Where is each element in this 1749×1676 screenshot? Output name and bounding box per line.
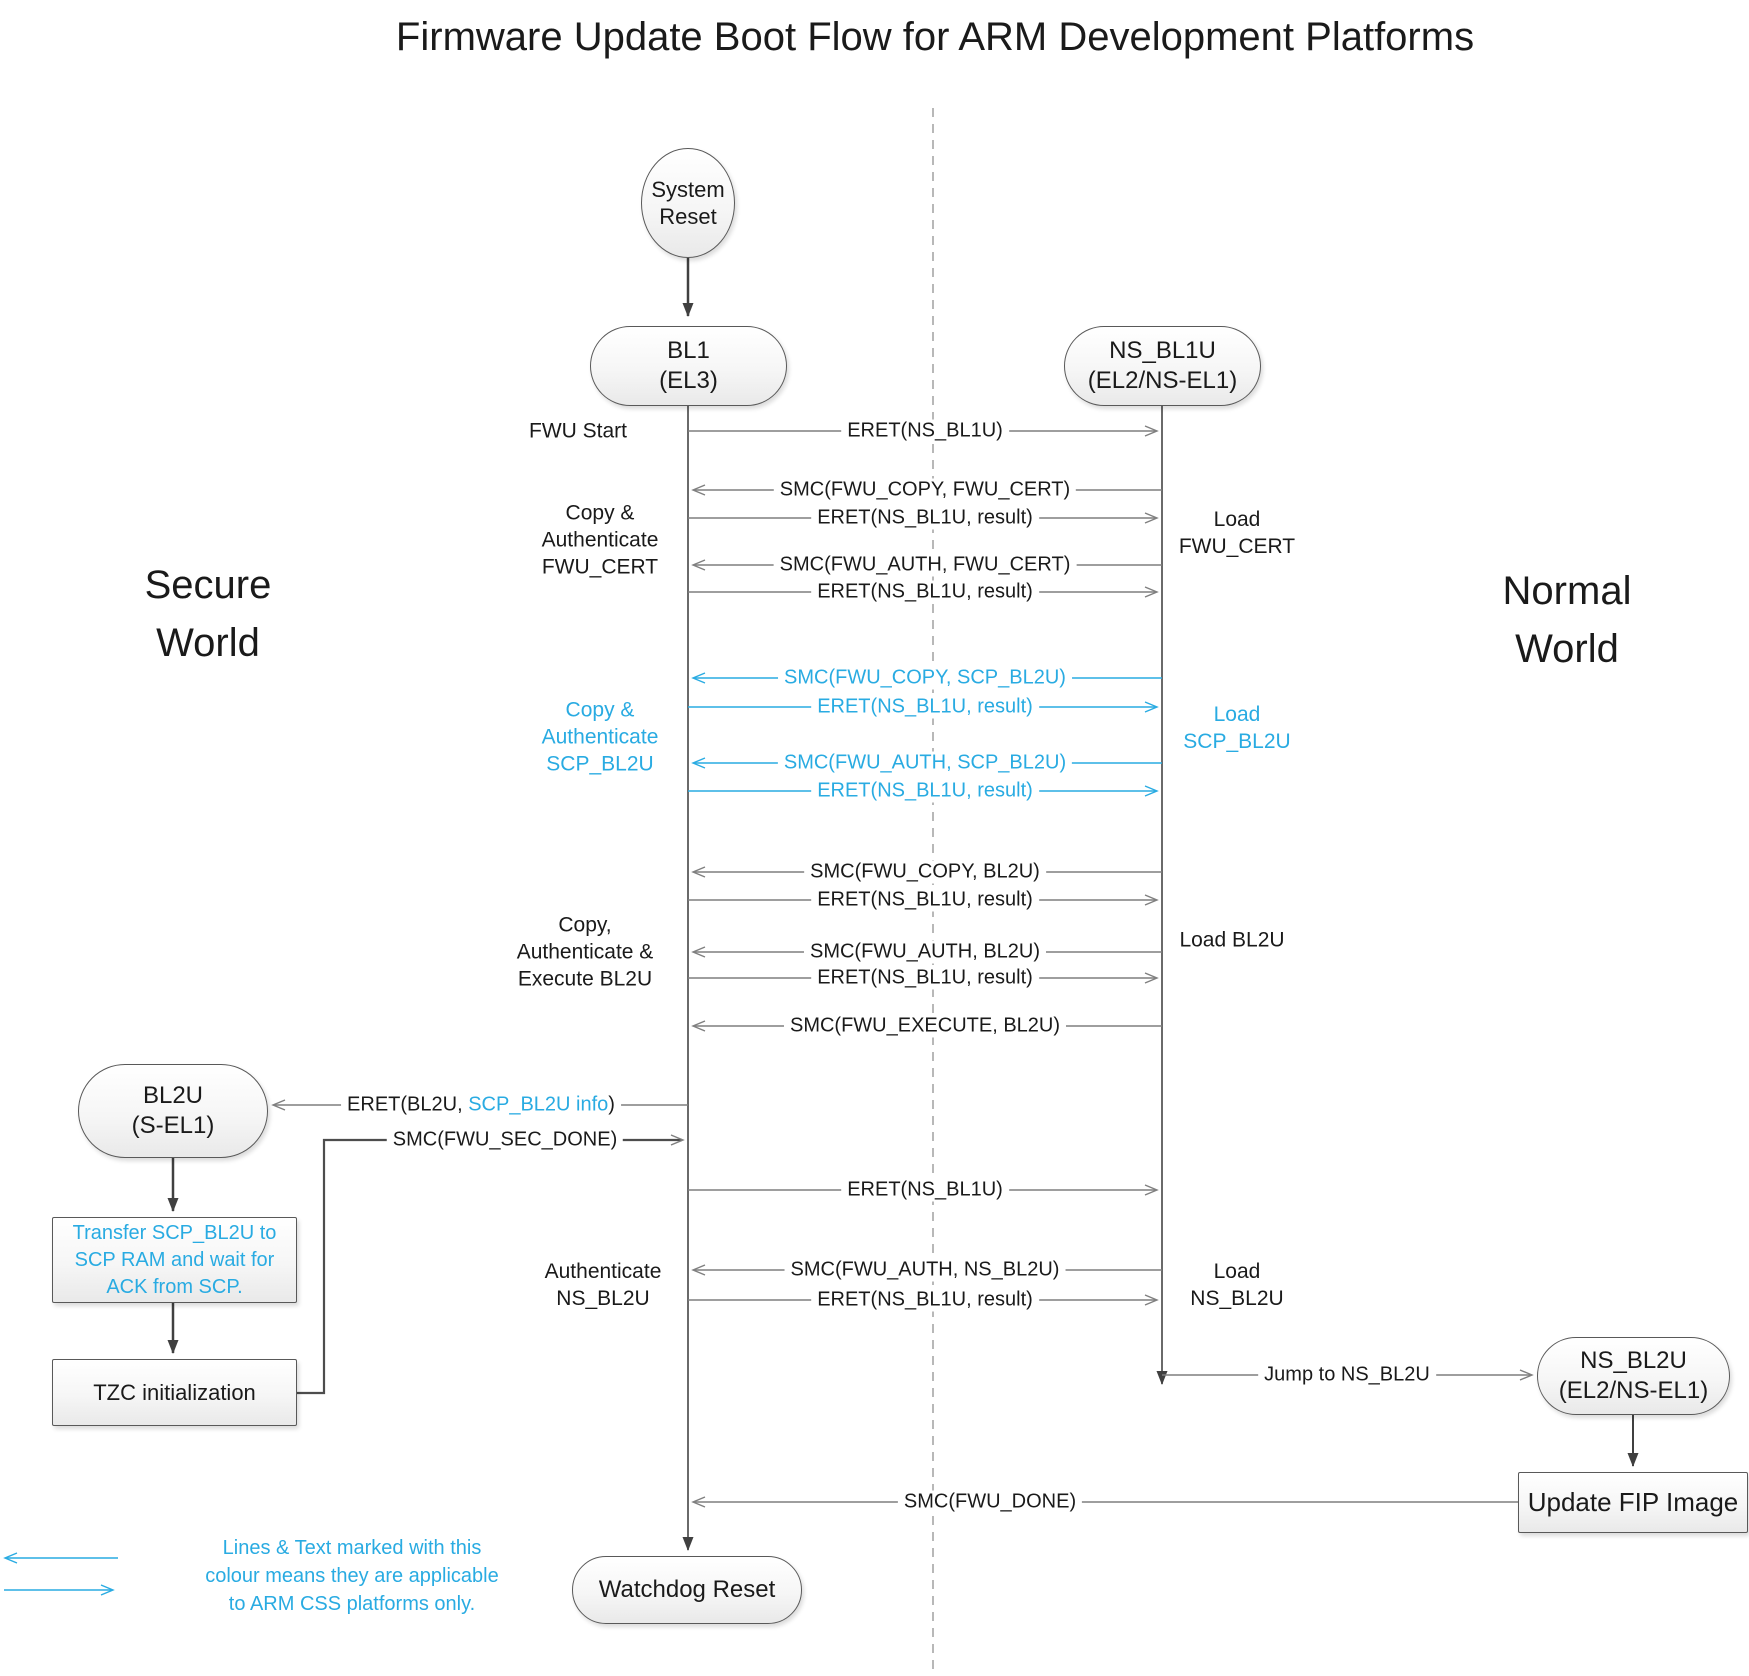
msg-jump-to-ns-bl2u: Jump to NS_BL2U (1258, 1363, 1436, 1387)
label-load-ns-bl2u: Load NS_BL2U (1190, 1260, 1284, 1310)
label-load-scp-bl2u: Load SCP_BL2U (1183, 703, 1291, 753)
label-load-bl2u: Load BL2U (1179, 928, 1285, 952)
msg-smc-fwu-auth-ns-bl2u: SMC(FWU_AUTH, NS_BL2U) (784, 1258, 1066, 1282)
msg-smc-fwu-sec-done: SMC(FWU_SEC_DONE) (386, 1128, 624, 1152)
msg-eret-result-3-css: ERET(NS_BL1U, result) (811, 695, 1039, 719)
msg-eret-result-4-css: ERET(NS_BL1U, result) (811, 779, 1039, 803)
msg-smc-fwu-done: SMC(FWU_DONE) (897, 1490, 1083, 1514)
secure-world-label: Secure World (144, 563, 272, 665)
node-system-reset: System Reset (641, 148, 735, 258)
msg-eret-result-7: ERET(NS_BL1U, result) (811, 1288, 1039, 1312)
msg-smc-fwu-execute-bl2u: SMC(FWU_EXECUTE, BL2U) (783, 1014, 1067, 1038)
msg-eret-bl2u-suffix: ) (608, 1093, 615, 1116)
msg-eret-ns-bl1u-start: ERET(NS_BL1U) (841, 419, 1009, 443)
msg-smc-fwu-copy-fwu-cert: SMC(FWU_COPY, FWU_CERT) (773, 478, 1077, 502)
node-bl2u: BL2U (S-EL1) (78, 1064, 268, 1158)
msg-eret-bl2u-prefix: ERET(BL2U, (347, 1093, 469, 1116)
node-update-fip-image: Update FIP Image (1518, 1472, 1748, 1533)
msg-smc-fwu-auth-scp-bl2u: SMC(FWU_AUTH, SCP_BL2U) (777, 751, 1073, 775)
label-copy-auth-scp-bl2u: Copy & Authenticate SCP_BL2U (541, 698, 659, 776)
label-load-fwu-cert: Load FWU_CERT (1178, 508, 1296, 558)
node-watchdog-reset: Watchdog Reset (572, 1556, 802, 1624)
msg-eret-result-2: ERET(NS_BL1U, result) (811, 580, 1039, 604)
label-fwu-start: FWU Start (529, 419, 627, 443)
diagram-title: Firmware Update Boot Flow for ARM Develo… (395, 15, 1475, 59)
node-ns-bl1u: NS_BL1U (EL2/NS-EL1) (1064, 326, 1261, 406)
label-copy-auth-exec-bl2u: Copy, Authenticate & Execute BL2U (516, 913, 654, 991)
msg-eret-result-5: ERET(NS_BL1U, result) (811, 888, 1039, 912)
node-bl1: BL1 (EL3) (590, 326, 787, 406)
msg-eret-bl2u-cyan-part: SCP_BL2U info (468, 1093, 609, 1116)
msg-eret-result-6: ERET(NS_BL1U, result) (811, 966, 1039, 990)
label-copy-auth-fwu-cert: Copy & Authenticate FWU_CERT (541, 501, 659, 579)
node-ns-bl2u: NS_BL2U (EL2/NS-EL1) (1537, 1337, 1730, 1415)
normal-world-label: Normal World (1502, 569, 1632, 671)
msg-eret-ns-bl1u-2: ERET(NS_BL1U) (841, 1178, 1009, 1202)
legend-arm-css-note: Lines & Text marked with this colour mea… (205, 1537, 499, 1615)
msg-smc-fwu-copy-scp-bl2u: SMC(FWU_COPY, SCP_BL2U) (778, 666, 1072, 690)
msg-eret-bl2u-scp-info: ERET(BL2U, SCP_BL2U info) (341, 1093, 621, 1117)
label-authenticate-ns-bl2u: Authenticate NS_BL2U (544, 1260, 662, 1310)
msg-smc-fwu-auth-bl2u: SMC(FWU_AUTH, BL2U) (803, 940, 1047, 964)
msg-smc-fwu-copy-bl2u: SMC(FWU_COPY, BL2U) (804, 860, 1046, 884)
node-tzc-initialization: TZC initialization (52, 1359, 297, 1426)
msg-eret-result-1: ERET(NS_BL1U, result) (811, 506, 1039, 530)
node-transfer-scp-bl2u: Transfer SCP_BL2U to SCP RAM and wait fo… (52, 1217, 297, 1303)
msg-smc-fwu-auth-fwu-cert: SMC(FWU_AUTH, FWU_CERT) (773, 553, 1077, 577)
